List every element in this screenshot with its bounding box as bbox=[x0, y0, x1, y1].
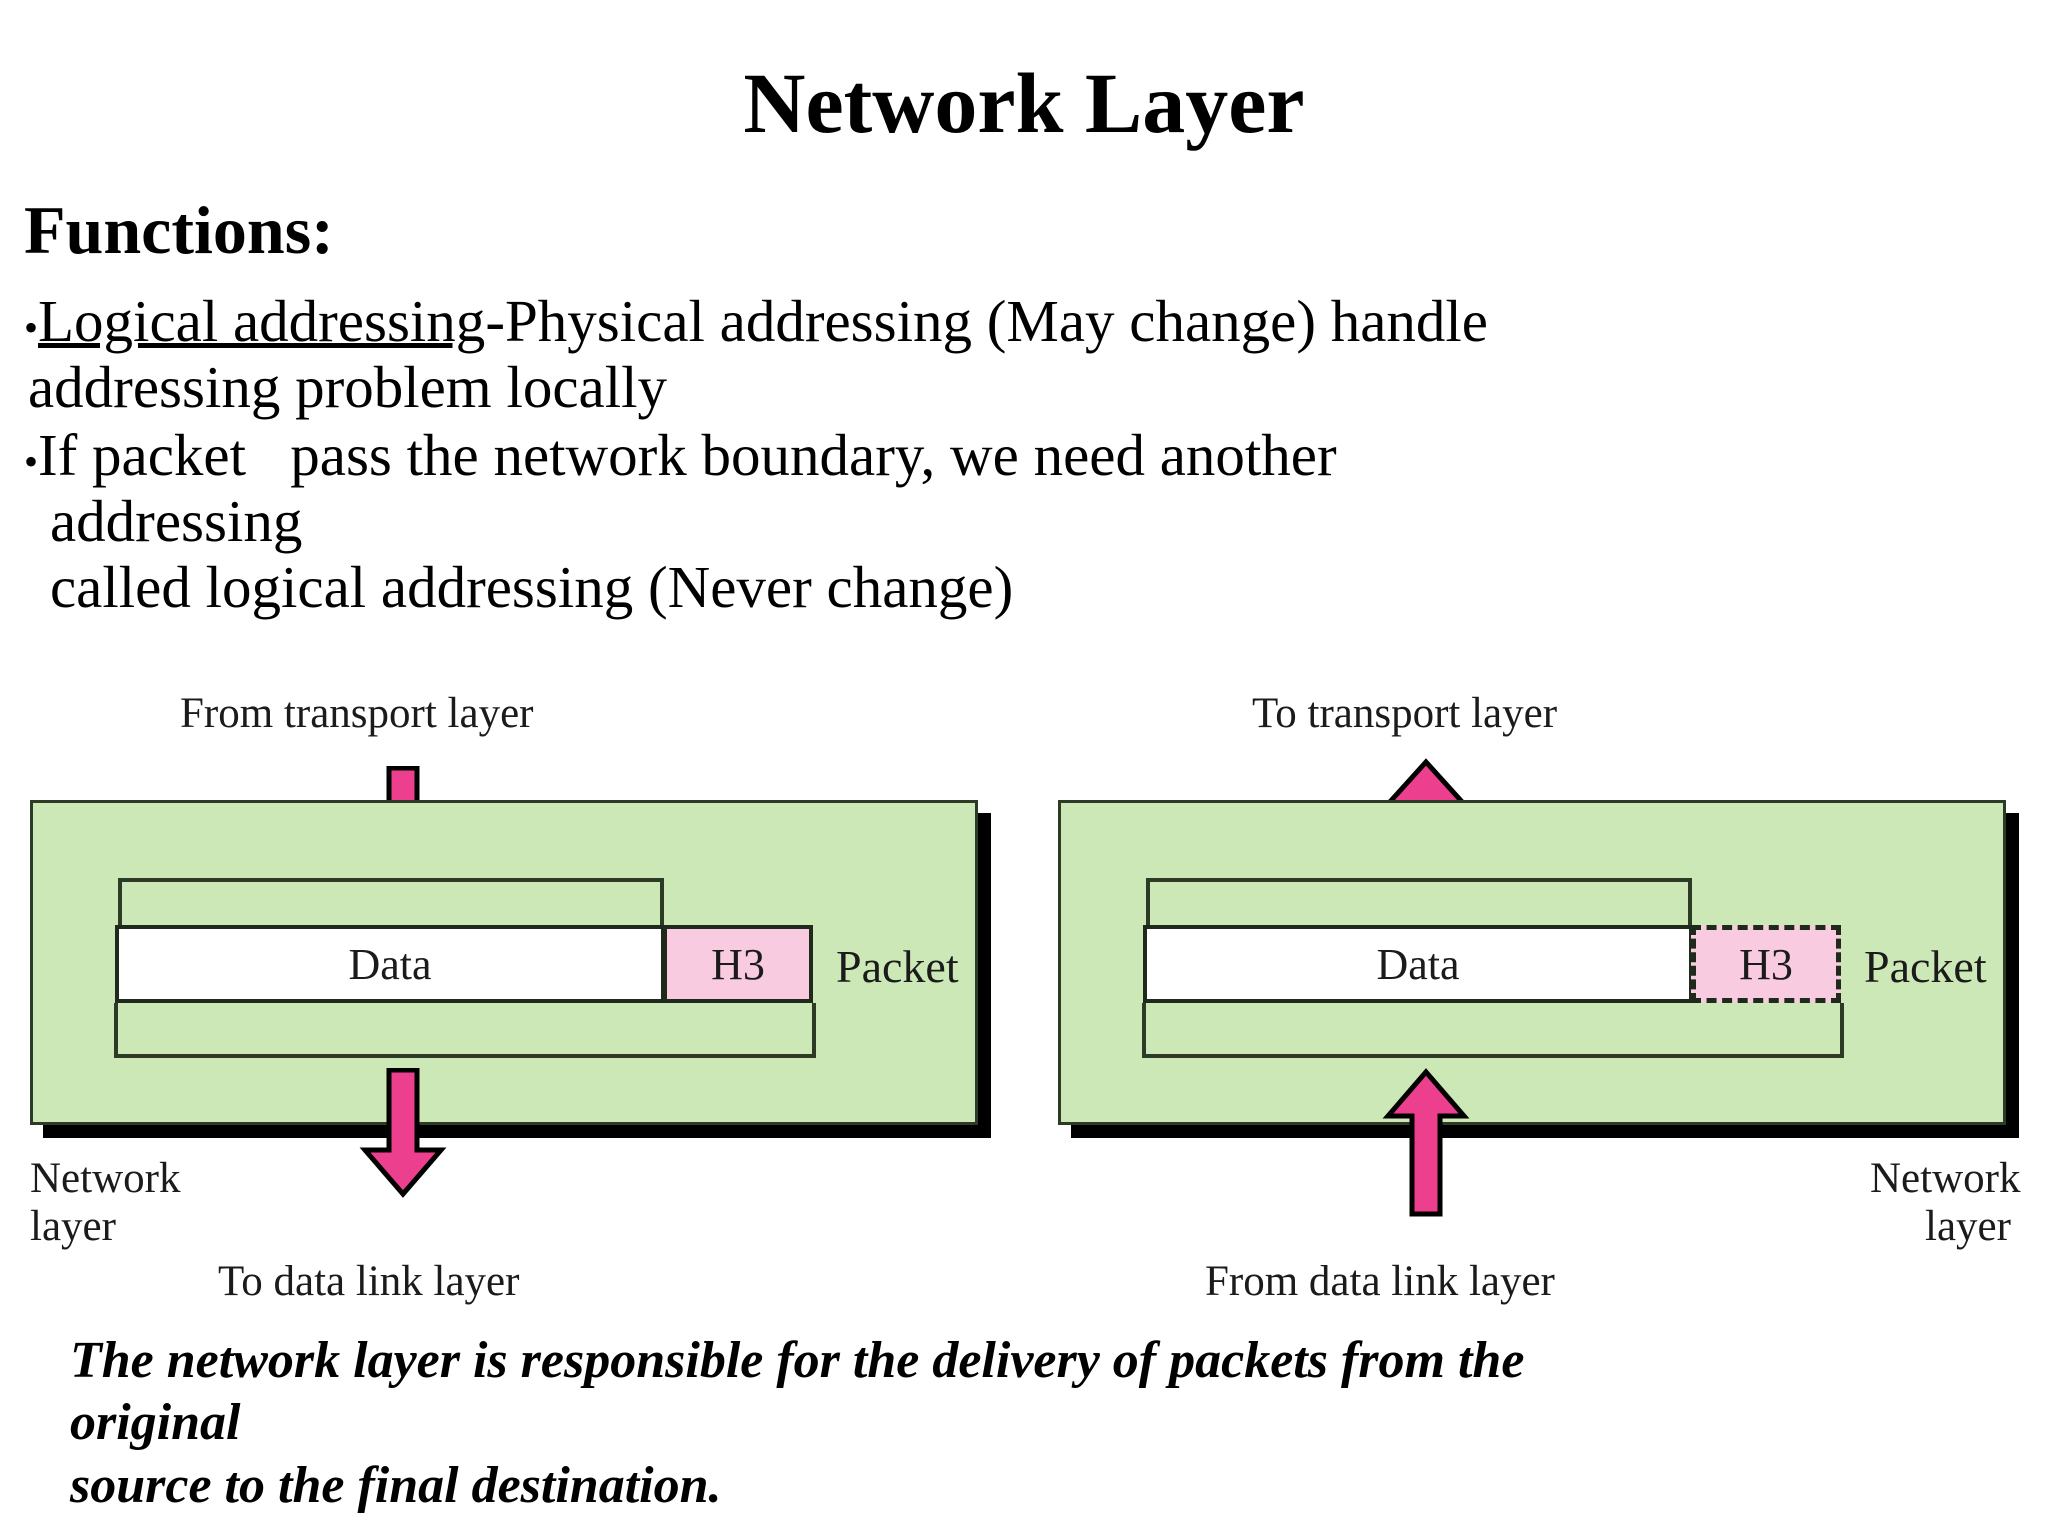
right-packet-label: Packet bbox=[1864, 941, 1987, 992]
left-data-box: Data bbox=[115, 925, 665, 1003]
bullet-1-line-1: •Logical addressing-Physical addressing … bbox=[24, 288, 1924, 354]
right-layer-label-line1: Network bbox=[1870, 1155, 2021, 1202]
bullet-item-2: •If packet pass the network boundary, we… bbox=[24, 422, 1924, 620]
left-bottom-label: To data link layer bbox=[218, 1258, 520, 1305]
left-header-h3-box: H3 bbox=[663, 925, 813, 1003]
right-header-h3-box: H3 bbox=[1691, 925, 1841, 1003]
functions-heading: Functions: bbox=[24, 192, 334, 268]
bullet-item-1: •Logical addressing-Physical addressing … bbox=[24, 288, 1924, 420]
left-lower-bracket bbox=[114, 1003, 816, 1058]
bullet-1-rest: -Physical addressing (May change) handle bbox=[485, 288, 1488, 354]
arrow-from-data-link-layer-up bbox=[1382, 1068, 1470, 1217]
bullet-marker-2: • bbox=[24, 439, 39, 484]
bullet-2-line-2: addressing bbox=[50, 488, 303, 555]
left-top-label: From transport layer bbox=[180, 690, 534, 737]
left-upper-bracket bbox=[118, 878, 664, 926]
caption-line-3: source to the final destination. bbox=[70, 1457, 722, 1514]
page-title: Network Layer bbox=[743, 55, 1305, 151]
bullet-marker-1: • bbox=[24, 305, 39, 350]
bullet-2-line-3: called logical addressing (Never change) bbox=[50, 554, 1014, 621]
right-upper-bracket bbox=[1146, 878, 1692, 926]
left-layer-label-line1: Network bbox=[30, 1155, 181, 1202]
left-data-label: Data bbox=[348, 939, 432, 989]
right-data-label: Data bbox=[1376, 939, 1460, 989]
bullet-1-line-2: addressing problem locally bbox=[28, 354, 668, 421]
left-layer-label-line2: layer bbox=[30, 1203, 116, 1250]
right-bottom-label: From data link layer bbox=[1205, 1258, 1555, 1305]
caption-line-2: original bbox=[70, 1394, 241, 1451]
bullet-2-line-1: •If packet pass the network boundary, we… bbox=[24, 422, 1924, 488]
left-packet-label: Packet bbox=[836, 941, 959, 992]
bullet-2-rest: If packet pass the network boundary, we … bbox=[38, 422, 1337, 488]
arrow-to-data-link-layer-down bbox=[359, 1068, 447, 1198]
right-lower-bracket bbox=[1142, 1003, 1844, 1058]
right-layer-label-line2: layer bbox=[1925, 1203, 2011, 1250]
right-header-label: H3 bbox=[1739, 939, 1793, 989]
right-top-label: To transport layer bbox=[1252, 690, 1558, 737]
left-header-label: H3 bbox=[711, 939, 765, 989]
caption-line-1: The network layer is responsible for the… bbox=[70, 1332, 1525, 1389]
bullet-1-underlined-term: Logical addressing bbox=[38, 288, 486, 354]
right-data-box: Data bbox=[1143, 925, 1693, 1003]
